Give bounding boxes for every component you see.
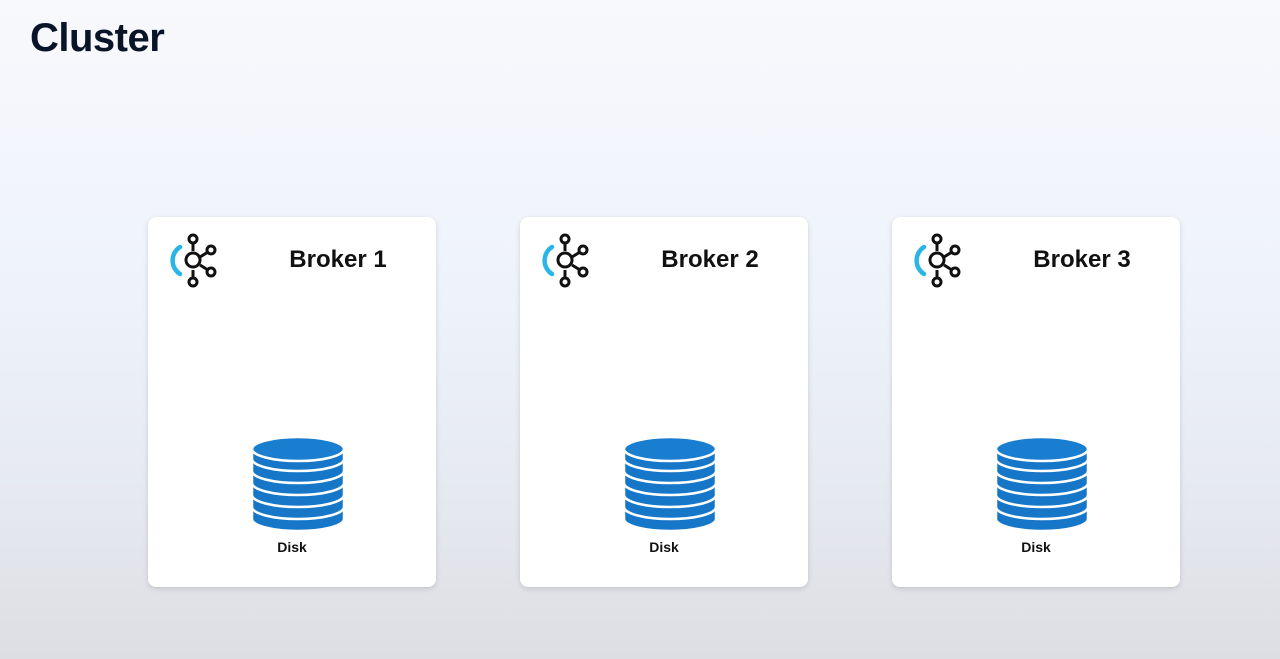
broker-card: Broker 2 Disk [520,217,808,587]
kafka-logo-icon [170,233,217,288]
kafka-logo-icon [914,233,961,288]
disk-label: Disk [649,539,679,555]
broker-name: Broker 1 [289,246,387,273]
database-disk-icon [622,435,718,533]
page-title: Cluster [30,16,165,60]
broker-card: Broker 3 Disk [892,217,1180,587]
database-disk-icon [994,435,1090,533]
database-disk-icon [250,435,346,533]
disk-label: Disk [277,539,307,555]
broker-name: Broker 2 [661,246,759,273]
kafka-logo-icon [542,233,589,288]
broker-card: Broker 1 Disk [148,217,436,587]
disk-label: Disk [1021,539,1051,555]
broker-name: Broker 3 [1033,246,1131,273]
